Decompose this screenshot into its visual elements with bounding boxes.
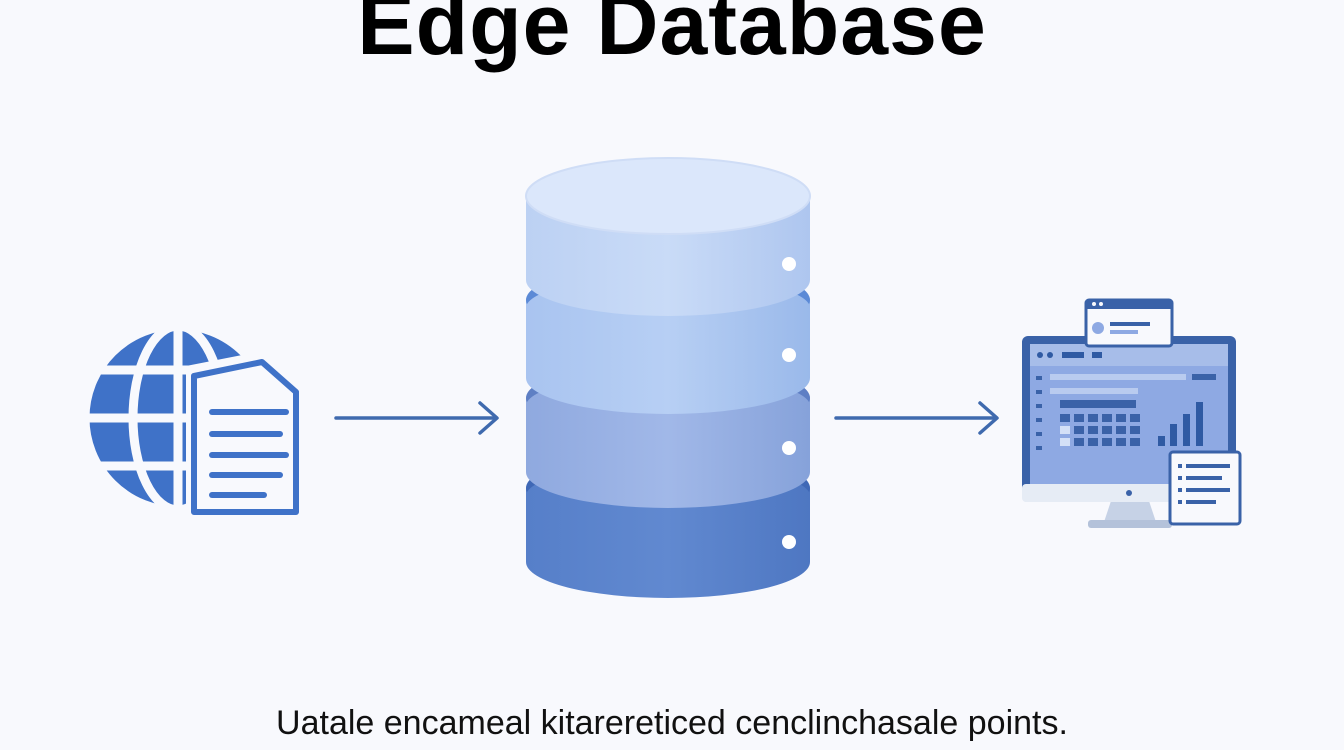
status-dot (782, 348, 796, 362)
monitor-dashboard-icon (1022, 298, 1242, 528)
arrow-right-icon (334, 401, 499, 435)
status-dot (782, 257, 796, 271)
database-cylinder-icon (525, 157, 811, 598)
arrow-right-icon (834, 401, 999, 435)
status-dot (782, 441, 796, 455)
diagram-title: Edge Database (357, 0, 987, 73)
globe-document-icon (86, 326, 304, 520)
diagram-caption: Uatale encameal kitarereticed cenclincha… (276, 704, 1068, 742)
status-dot (782, 535, 796, 549)
